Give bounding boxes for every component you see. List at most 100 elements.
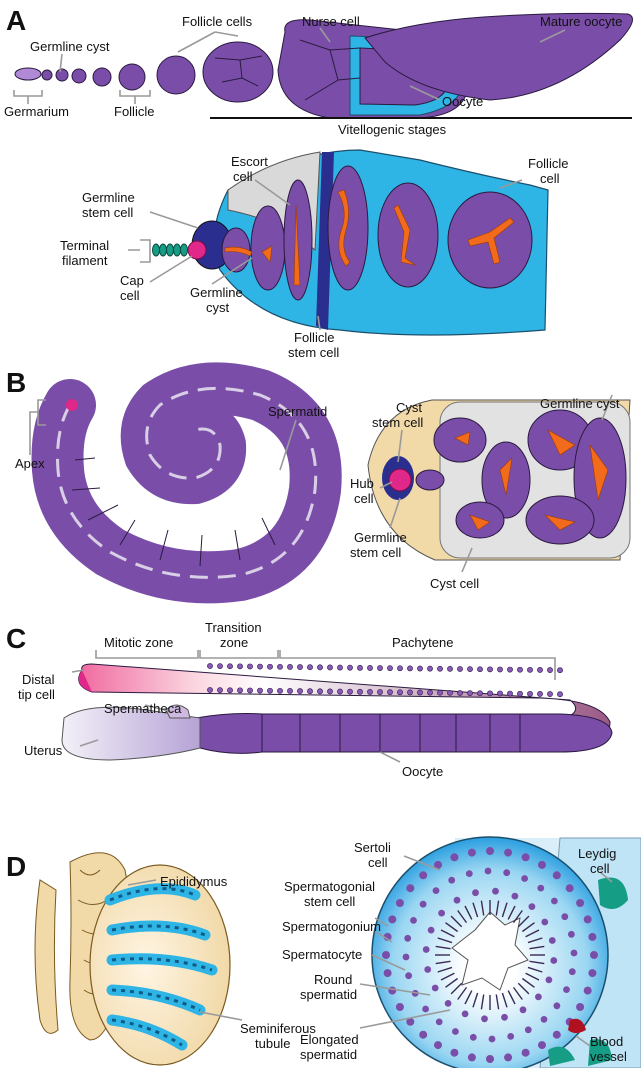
label-cap-cell-l1: Cap xyxy=(120,273,144,288)
label-epididymus: Epididymus xyxy=(160,874,228,889)
germ-nucleus xyxy=(497,691,502,696)
germ-cell-nucleus xyxy=(468,849,476,857)
egg-chamber-4 xyxy=(93,68,111,86)
germ-nucleus xyxy=(517,691,522,696)
germ-nucleus xyxy=(417,690,422,695)
germ-nucleus xyxy=(457,690,462,695)
label-elongated-spermatid-l2: spermatid xyxy=(300,1047,357,1062)
label-germarium: Germarium xyxy=(4,104,69,119)
label-fsc-l2: stem cell xyxy=(288,345,339,360)
germ-nucleus xyxy=(307,665,312,670)
germ-cell-nucleus xyxy=(410,917,417,924)
germ-cell-nucleus xyxy=(450,853,458,861)
germ-nucleus xyxy=(527,691,532,696)
germ-nucleus xyxy=(407,666,412,671)
germ-cell-nucleus xyxy=(546,977,553,984)
germ-nucleus xyxy=(437,666,442,671)
germ-nucleus xyxy=(517,667,522,672)
panel-letter-b: B xyxy=(6,367,26,398)
label-ssc-l2: stem cell xyxy=(304,894,355,909)
germ-nucleus xyxy=(447,690,452,695)
germ-cell-nucleus xyxy=(388,915,396,923)
germ-cell-nucleus xyxy=(549,937,556,944)
germ-nucleus xyxy=(317,665,322,670)
germ-cell-nucleus xyxy=(388,987,396,995)
germ-cell-nucleus xyxy=(512,893,519,900)
germ-nucleus xyxy=(357,665,362,670)
germ-nucleus xyxy=(397,666,402,671)
label-oocyte: Oocyte xyxy=(442,94,483,109)
germ-nucleus xyxy=(537,691,542,696)
germ-cell-nucleus xyxy=(384,969,392,977)
germ-cell-nucleus xyxy=(522,1049,530,1057)
germ-nucleus xyxy=(227,688,232,693)
germ-nucleus xyxy=(207,687,212,692)
germ-nucleus xyxy=(497,667,502,672)
label-germline-cyst-detail-l1: Germline xyxy=(190,285,243,300)
germ-cell-nucleus xyxy=(472,889,479,896)
label-oocyte-c: Oocyte xyxy=(402,764,443,779)
germ-nucleus xyxy=(427,666,432,671)
germ-nucleus xyxy=(547,667,552,672)
bracket-follicle xyxy=(120,90,150,104)
label-escort-cell-l1: Escort xyxy=(231,154,268,169)
germ-cell-nucleus xyxy=(404,935,411,942)
germ-cell-nucleus xyxy=(576,899,584,907)
label-spermatocyte: Spermatocyte xyxy=(282,947,362,962)
panel-d: D Epididymus Seminiferous tubule xyxy=(6,837,641,1068)
germ-cell-nucleus xyxy=(568,931,575,938)
germ-nucleus xyxy=(227,664,232,669)
germ-nucleus xyxy=(387,690,392,695)
germ-nucleus xyxy=(327,689,332,694)
germ-nucleus xyxy=(257,688,262,693)
label-germline-cyst: Germline cyst xyxy=(30,39,110,54)
egg-chamber-6 xyxy=(157,56,195,94)
egg-chamber-2 xyxy=(56,69,68,81)
germ-cell-nucleus xyxy=(521,875,528,882)
germ-cell-nucleus xyxy=(481,1015,488,1022)
label-round-spermatid-l2: spermatid xyxy=(300,987,357,1002)
germ-nucleus xyxy=(557,668,562,673)
germ-cell-nucleus xyxy=(588,969,596,977)
label-distal-tip-l2: tip cell xyxy=(18,687,55,702)
germ-cell-nucleus xyxy=(504,849,512,857)
apex-hub xyxy=(66,399,78,411)
ovariole-diagram xyxy=(15,13,633,118)
germ-nucleus xyxy=(237,664,242,669)
germ-cell-nucleus xyxy=(584,987,592,995)
germ-cell-nucleus xyxy=(382,951,390,959)
germ-cell-nucleus xyxy=(454,897,461,904)
germ-nucleus xyxy=(287,688,292,693)
germ-nucleus xyxy=(387,666,392,671)
label-germline-cyst-detail-l2: cyst xyxy=(206,300,230,315)
germ-nucleus xyxy=(557,692,562,697)
germ-nucleus xyxy=(457,666,462,671)
germ-cell-nucleus xyxy=(553,871,561,879)
leader-cap-cell xyxy=(150,256,192,282)
germ-nucleus xyxy=(307,689,312,694)
germ-nucleus xyxy=(477,691,482,696)
label-transition-zone-l1: Transition xyxy=(205,620,262,635)
germ-nucleus xyxy=(337,665,342,670)
germ-nucleus xyxy=(247,664,252,669)
germ-cell-nucleus xyxy=(588,933,596,941)
germ-nucleus xyxy=(337,689,342,694)
germ-cell-nucleus xyxy=(489,1036,496,1043)
label-gsc-l1: Germline xyxy=(82,190,135,205)
label-hub-cell-l2: cell xyxy=(354,491,374,506)
label-seminiferous-l2: tubule xyxy=(255,1036,290,1051)
label-hub-cell-l1: Hub xyxy=(350,476,374,491)
germ-cell-nucleus xyxy=(522,853,530,861)
bracket-terminal-filament xyxy=(128,240,150,262)
label-elongated-spermatid-l1: Elongated xyxy=(300,1032,359,1047)
label-escort-cell-l2: cell xyxy=(233,169,253,184)
germ-cell-nucleus xyxy=(485,868,492,875)
label-gsc-l2: stem cell xyxy=(82,205,133,220)
germ-nucleus xyxy=(507,667,512,672)
germ-cell-nucleus xyxy=(541,1016,548,1023)
germ-nucleus xyxy=(507,691,512,696)
germ-nucleus xyxy=(297,664,302,669)
label-leydig-l2: cell xyxy=(590,861,610,876)
label-follicle: Follicle xyxy=(114,104,154,119)
